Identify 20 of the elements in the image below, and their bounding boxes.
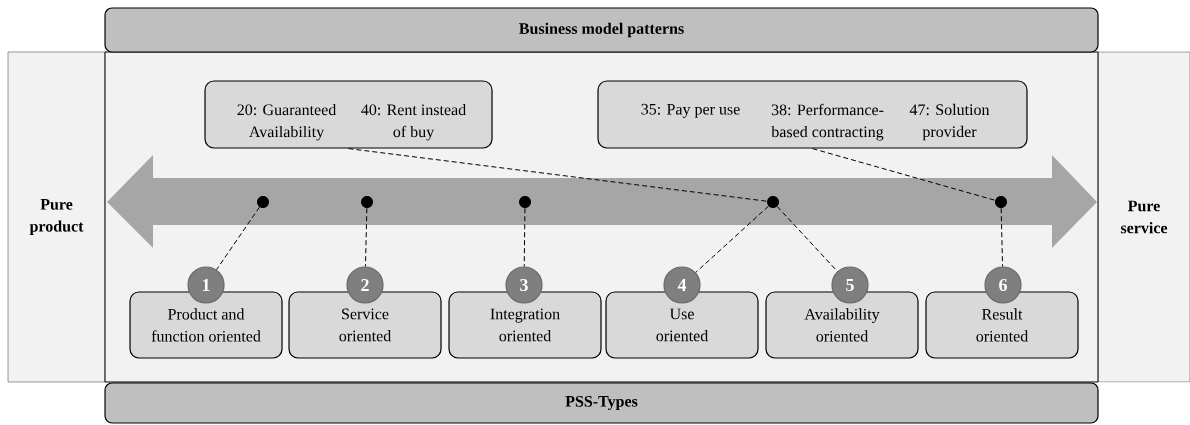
connector-line (216, 206, 260, 271)
pattern-box: 20: Guaranteed Availability 40: Rent instead of buy (204, 80, 493, 149)
side-panel: Pure service (1097, 51, 1190, 383)
pattern-box: 35: Pay per use 38: Performance-based contracting 47: Solution provider (597, 80, 1028, 149)
connector-line (1000, 207, 1004, 267)
connector-line (812, 148, 996, 201)
connector-line (776, 206, 838, 272)
side-panel: Pure product (7, 51, 106, 383)
header-bar: PSS-Types (104, 382, 1099, 424)
connector-line (348, 148, 768, 202)
type-box: Availability oriented (765, 291, 919, 359)
connector-line (695, 205, 769, 273)
connector-line (364, 207, 368, 267)
type-box: Result oriented (925, 291, 1079, 359)
connector-line (523, 207, 526, 267)
type-box: Integration oriented (448, 291, 602, 359)
type-box: Use oriented (605, 291, 759, 359)
type-box: Service oriented (288, 291, 442, 359)
type-box: Product and function oriented (129, 291, 283, 359)
header-bar: Business model patterns (104, 7, 1099, 53)
